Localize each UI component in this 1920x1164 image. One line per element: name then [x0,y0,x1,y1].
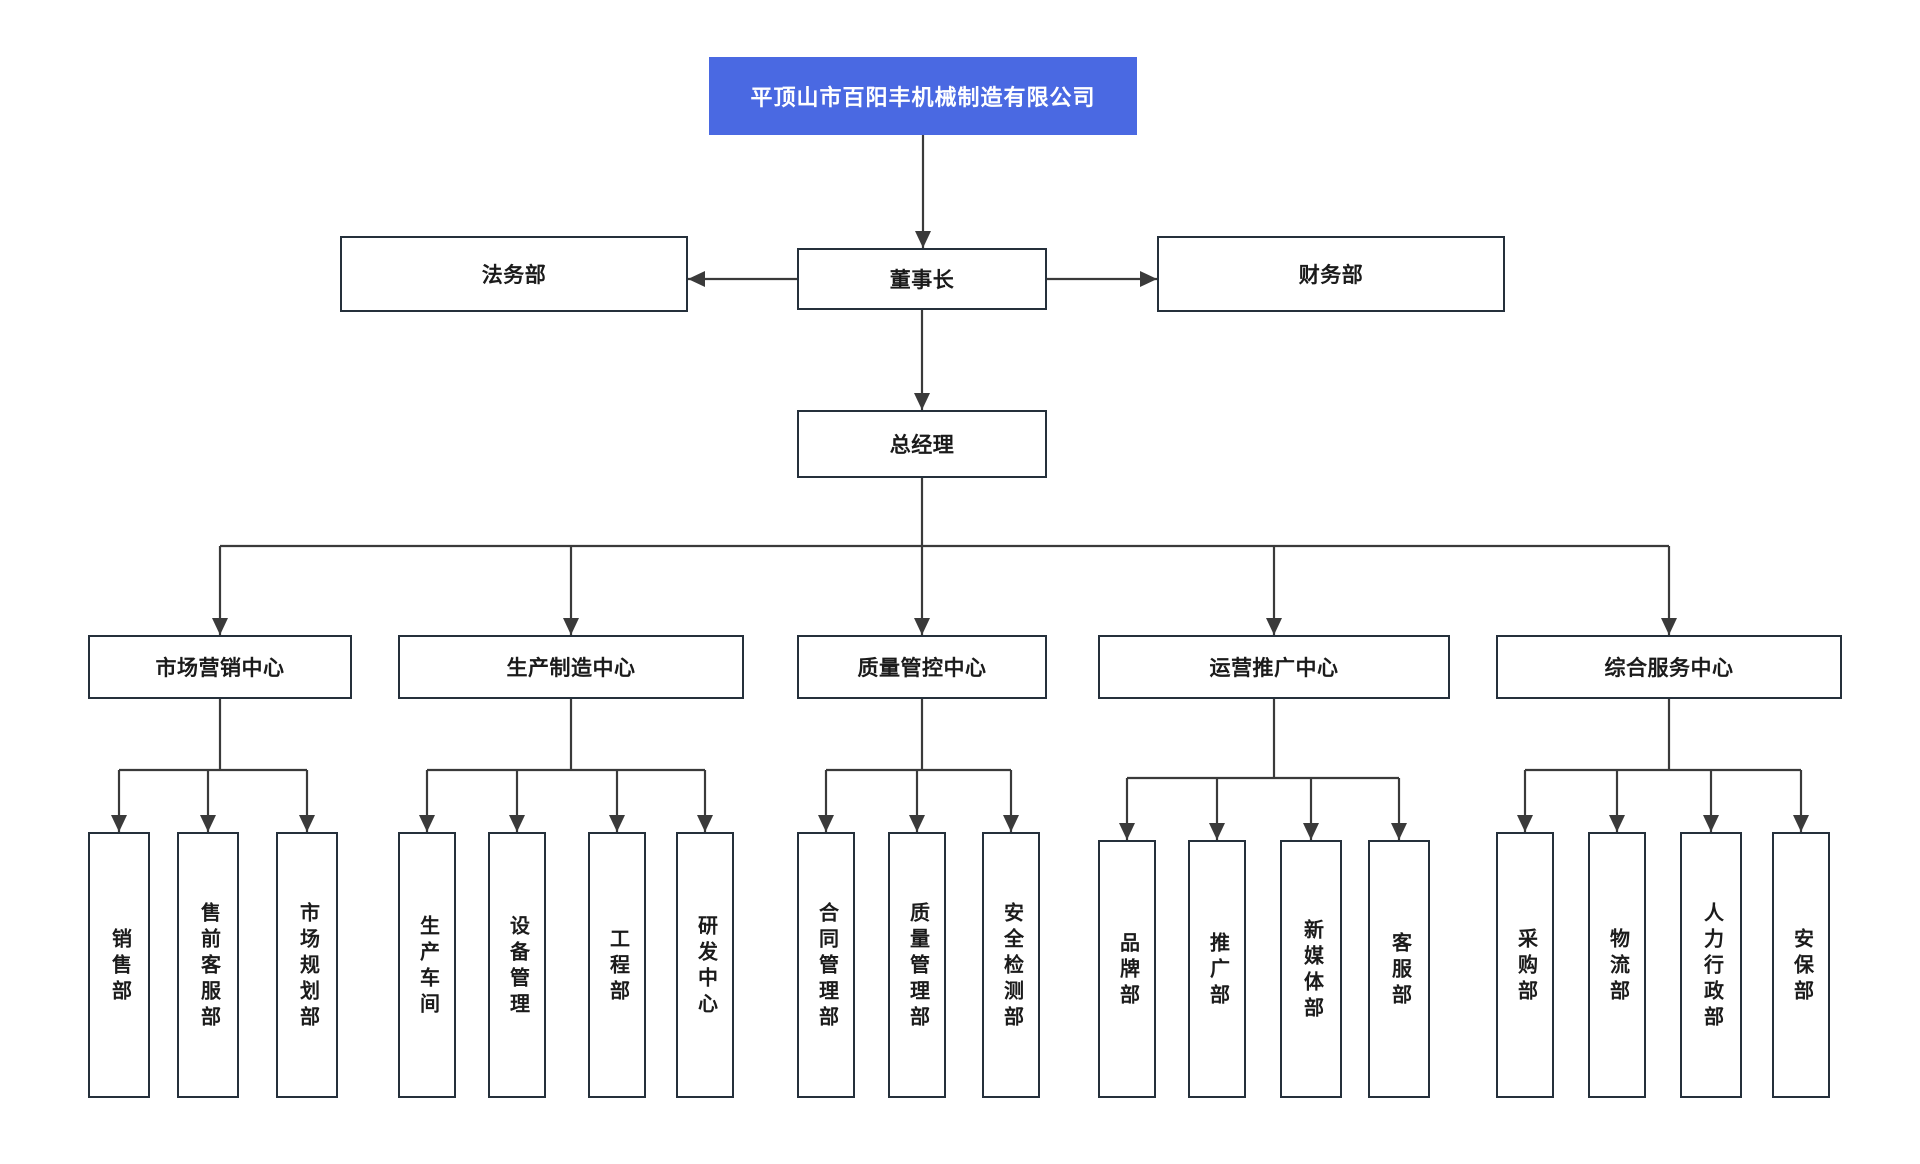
department-label: 安保部 [1790,928,1813,1006]
department-label: 品牌部 [1116,932,1139,1010]
department-label: 质量管理部 [906,902,929,1032]
department-label: 合同管理部 [815,902,838,1032]
org-node-general-manager[interactable]: 总经理 [797,410,1047,478]
center-label: 综合服务中心 [1604,657,1734,680]
center-label: 质量管控中心 [857,657,987,680]
center-label: 生产制造中心 [506,657,636,680]
org-node-department-2-1[interactable]: 生产车间 [398,832,456,1098]
org-node-department-2-3[interactable]: 工程部 [588,832,646,1098]
org-node-center-3[interactable]: 质量管控中心 [797,635,1047,699]
org-node-department-3-3[interactable]: 安全检测部 [982,832,1040,1098]
department-label: 客服部 [1388,932,1411,1010]
org-node-department-2-4[interactable]: 研发中心 [676,832,734,1098]
finance-department-label: 财务部 [1298,264,1364,287]
org-node-department-1-2[interactable]: 售前客服部 [177,832,239,1098]
org-node-department-5-2[interactable]: 物流部 [1588,832,1646,1098]
department-label: 推广部 [1206,932,1229,1010]
general-manager-label: 总经理 [889,434,955,457]
department-label: 研发中心 [694,915,717,1019]
company-name-label: 平顶山市百阳丰机械制造有限公司 [750,85,1096,110]
department-label: 新媒体部 [1300,919,1323,1023]
org-node-department-5-1[interactable]: 采购部 [1496,832,1554,1098]
org-node-center-1[interactable]: 市场营销中心 [88,635,352,699]
org-node-department-4-3[interactable]: 新媒体部 [1280,840,1342,1098]
org-node-department-3-1[interactable]: 合同管理部 [797,832,855,1098]
chairman-label: 董事长 [889,269,955,292]
center-label: 市场营销中心 [155,657,285,680]
org-node-center-4[interactable]: 运营推广中心 [1098,635,1450,699]
department-label: 设备管理 [506,915,529,1019]
org-node-finance-department[interactable]: 财务部 [1157,236,1505,312]
org-node-company-root[interactable]: 平顶山市百阳丰机械制造有限公司 [709,57,1137,135]
department-label: 销售部 [108,928,131,1006]
org-node-department-5-3[interactable]: 人力行政部 [1680,832,1742,1098]
legal-department-label: 法务部 [481,264,547,287]
department-label: 工程部 [606,928,629,1006]
org-node-department-4-4[interactable]: 客服部 [1368,840,1430,1098]
department-label: 物流部 [1606,928,1629,1006]
org-node-center-2[interactable]: 生产制造中心 [398,635,744,699]
department-label: 人力行政部 [1700,902,1723,1032]
department-label: 安全检测部 [1000,902,1023,1032]
department-label: 市场规划部 [296,902,319,1032]
org-node-department-2-2[interactable]: 设备管理 [488,832,546,1098]
org-node-department-5-4[interactable]: 安保部 [1772,832,1830,1098]
org-node-department-4-1[interactable]: 品牌部 [1098,840,1156,1098]
org-node-chairman[interactable]: 董事长 [797,248,1047,310]
org-node-department-1-1[interactable]: 销售部 [88,832,150,1098]
department-label: 采购部 [1514,928,1537,1006]
org-node-legal-department[interactable]: 法务部 [340,236,688,312]
org-node-center-5[interactable]: 综合服务中心 [1496,635,1842,699]
org-node-department-1-3[interactable]: 市场规划部 [276,832,338,1098]
center-label: 运营推广中心 [1209,657,1339,680]
department-label: 售前客服部 [197,902,220,1032]
org-node-department-3-2[interactable]: 质量管理部 [888,832,946,1098]
department-label: 生产车间 [416,915,439,1019]
org-node-department-4-2[interactable]: 推广部 [1188,840,1246,1098]
